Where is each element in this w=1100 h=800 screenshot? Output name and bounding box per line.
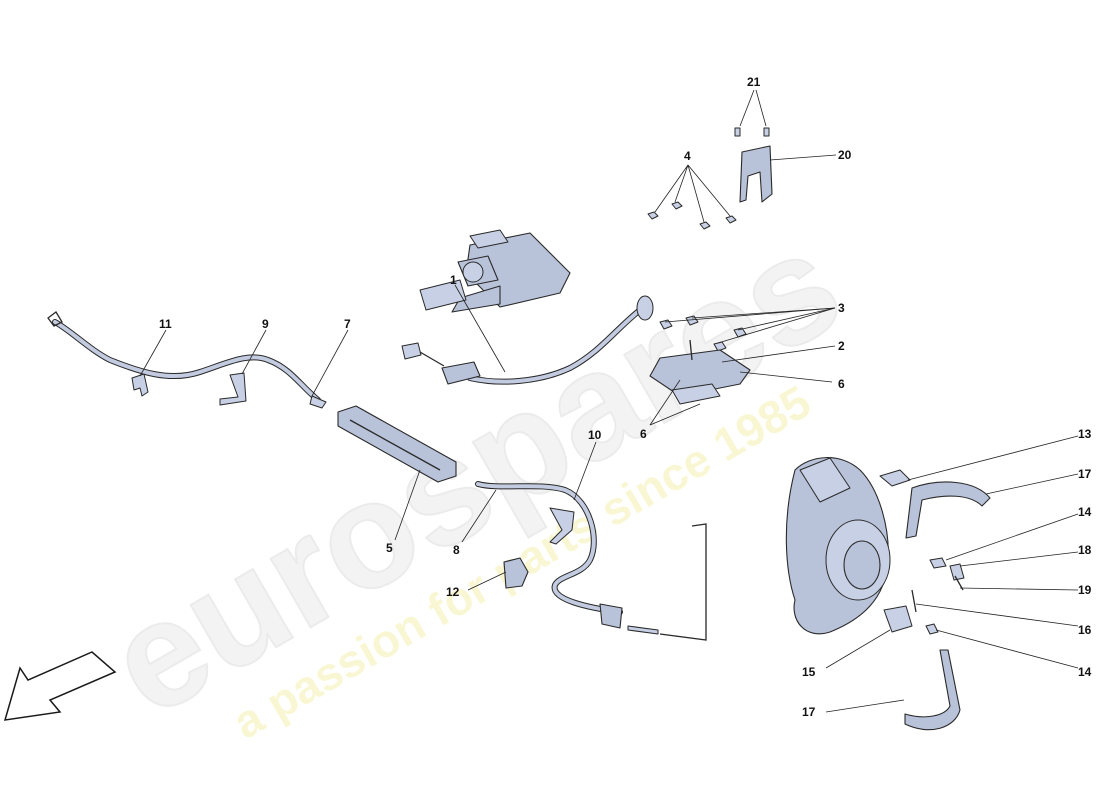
part-labels: 21 20 4 1 3 2 6 6 11 9 7 5 8 10 12 13 17… [159, 75, 1092, 719]
label-14-bottom: 14 [1078, 665, 1092, 679]
screws-21 [734, 127, 770, 137]
label-17-top: 17 [1078, 467, 1092, 481]
label-18: 18 [1078, 543, 1092, 557]
label-5: 5 [386, 541, 393, 555]
label-6-left: 6 [640, 427, 647, 441]
nuts-4 [647, 201, 737, 230]
parking-brake-actuator [419, 229, 654, 321]
label-21: 21 [747, 75, 761, 89]
label-2: 2 [838, 339, 845, 353]
cable-8-10 [475, 481, 707, 641]
label-20: 20 [838, 148, 852, 162]
leader-lines [139, 89, 1079, 713]
label-17-bottom: 17 [802, 705, 816, 719]
label-13: 13 [1078, 427, 1092, 441]
small-brake-parts [879, 469, 965, 635]
bar-5 [337, 405, 457, 483]
brake-shoe-lower-17 [904, 649, 961, 731]
label-9: 9 [262, 317, 269, 331]
nuts-3 [659, 315, 747, 352]
label-7: 7 [344, 317, 351, 331]
label-8: 8 [453, 543, 460, 557]
label-16: 16 [1078, 623, 1092, 637]
bracket-20 [739, 145, 773, 203]
clip-12 [503, 557, 529, 589]
wheel-hub-knuckle [785, 457, 891, 635]
label-3: 3 [838, 301, 845, 315]
main-cable-1 [401, 307, 643, 385]
brake-shoe-upper-17 [905, 481, 991, 539]
left-cable-assembly [47, 311, 327, 409]
label-14-top: 14 [1078, 505, 1092, 519]
label-19: 19 [1078, 583, 1092, 597]
label-6-right: 6 [838, 377, 845, 391]
label-11: 11 [159, 317, 172, 331]
label-12: 12 [446, 585, 460, 599]
label-4: 4 [684, 149, 691, 163]
label-15: 15 [802, 665, 816, 679]
label-1: 1 [450, 273, 457, 287]
label-10: 10 [588, 428, 602, 442]
direction-arrow-icon [3, 651, 117, 721]
